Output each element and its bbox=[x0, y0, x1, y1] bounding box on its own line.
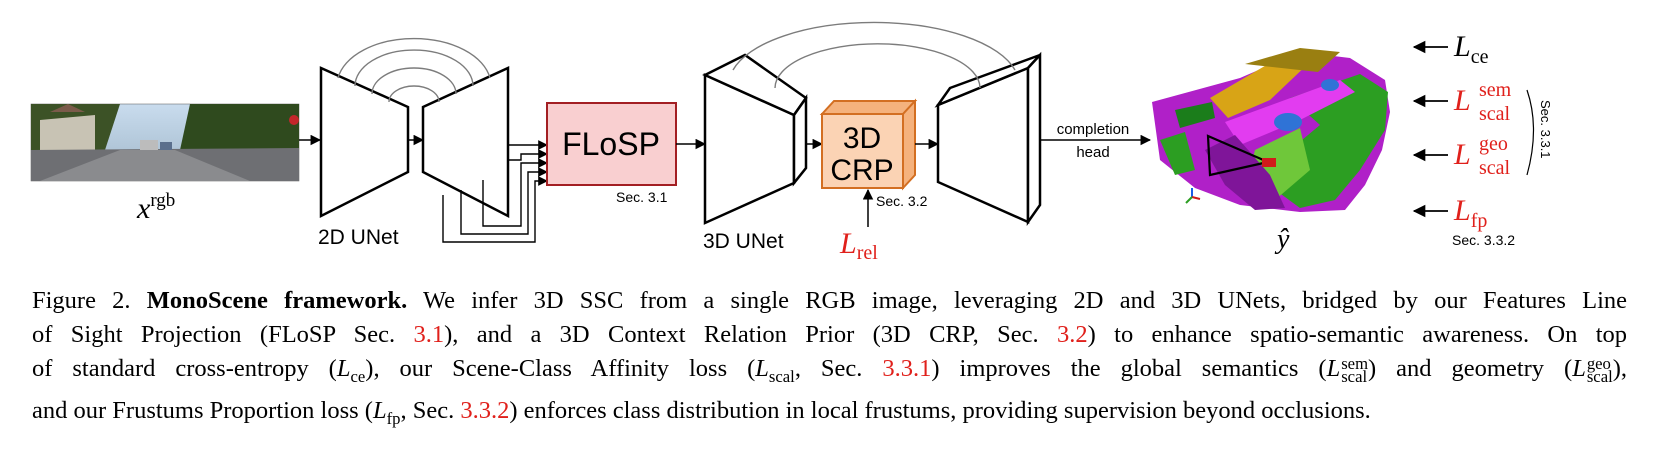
crp-label-line2: CRP bbox=[830, 154, 893, 187]
multiscale-feature-arrows bbox=[442, 140, 548, 243]
unet-2d-decoder bbox=[421, 66, 510, 219]
unet-3d-skip-connections bbox=[732, 21, 1016, 89]
unet-2d bbox=[319, 37, 510, 219]
camera-frustum bbox=[1206, 134, 1272, 177]
caption-ref-3-3-2[interactable]: 3.3.2 bbox=[460, 396, 510, 424]
completion-head-label-1: completion bbox=[1057, 121, 1130, 138]
caption-title: MonoScene framework. bbox=[146, 287, 408, 314]
loss-fp: Lfp bbox=[1453, 194, 1487, 232]
caption-line-1: Figure 2. MonoScene framework. We infer … bbox=[32, 287, 1628, 314]
scal-section-ref: Sec. 3.3.1 bbox=[1538, 100, 1553, 159]
crp-section-ref: Sec. 3.2 bbox=[876, 193, 928, 209]
flosp-section-ref: Sec. 3.1 bbox=[616, 189, 668, 205]
caption-ref-3-2[interactable]: 3.2 bbox=[1057, 321, 1088, 348]
completion-head-label-2: head bbox=[1076, 144, 1109, 161]
rel-loss-label: Lrel bbox=[839, 227, 878, 264]
caption-ref-3-1[interactable]: 3.1 bbox=[413, 321, 445, 348]
loss-ce: Lce bbox=[1453, 30, 1489, 68]
unet-2d-skip-connections bbox=[337, 37, 491, 103]
crp-label-line1: 3D bbox=[843, 122, 881, 155]
monoscene-framework-diagram: xrgb 2D UNet FLoSP Sec. 3.1 bbox=[30, 21, 1553, 264]
axis-gizmo-icon bbox=[1185, 188, 1201, 204]
unet-3d bbox=[702, 21, 1042, 226]
caption-line-2: of Sight Projection (FLoSP Sec. 3.1), an… bbox=[32, 321, 1628, 348]
semantic-scene-output bbox=[1152, 48, 1390, 212]
flosp-block: FLoSP bbox=[546, 102, 677, 186]
caption-line-3: of standard cross-entropy (Lce), our Sce… bbox=[32, 354, 1628, 387]
unet-2d-encoder bbox=[319, 66, 410, 219]
fp-section-ref: Sec. 3.3.2 bbox=[1452, 232, 1515, 248]
caption-ref-3-3-1[interactable]: 3.3.1 bbox=[882, 355, 932, 382]
flosp-label: FLoSP bbox=[562, 126, 660, 162]
scal-bracket bbox=[1526, 89, 1535, 176]
unet-2d-label: 2D UNet bbox=[318, 226, 399, 249]
rgb-input-image bbox=[30, 103, 300, 182]
output-label: ŷ bbox=[1274, 224, 1290, 255]
caption-figure-number: Figure 2. bbox=[32, 287, 131, 314]
caption-line-4: and our Frustums Proportion loss (Lfp, S… bbox=[32, 396, 1371, 428]
figure-caption: Figure 2. MonoScene framework. We infer … bbox=[32, 284, 1627, 436]
crp-block: 3D CRP bbox=[819, 98, 918, 191]
unet-3d-label: 3D UNet bbox=[703, 230, 784, 253]
input-label: xrgb bbox=[136, 190, 175, 225]
